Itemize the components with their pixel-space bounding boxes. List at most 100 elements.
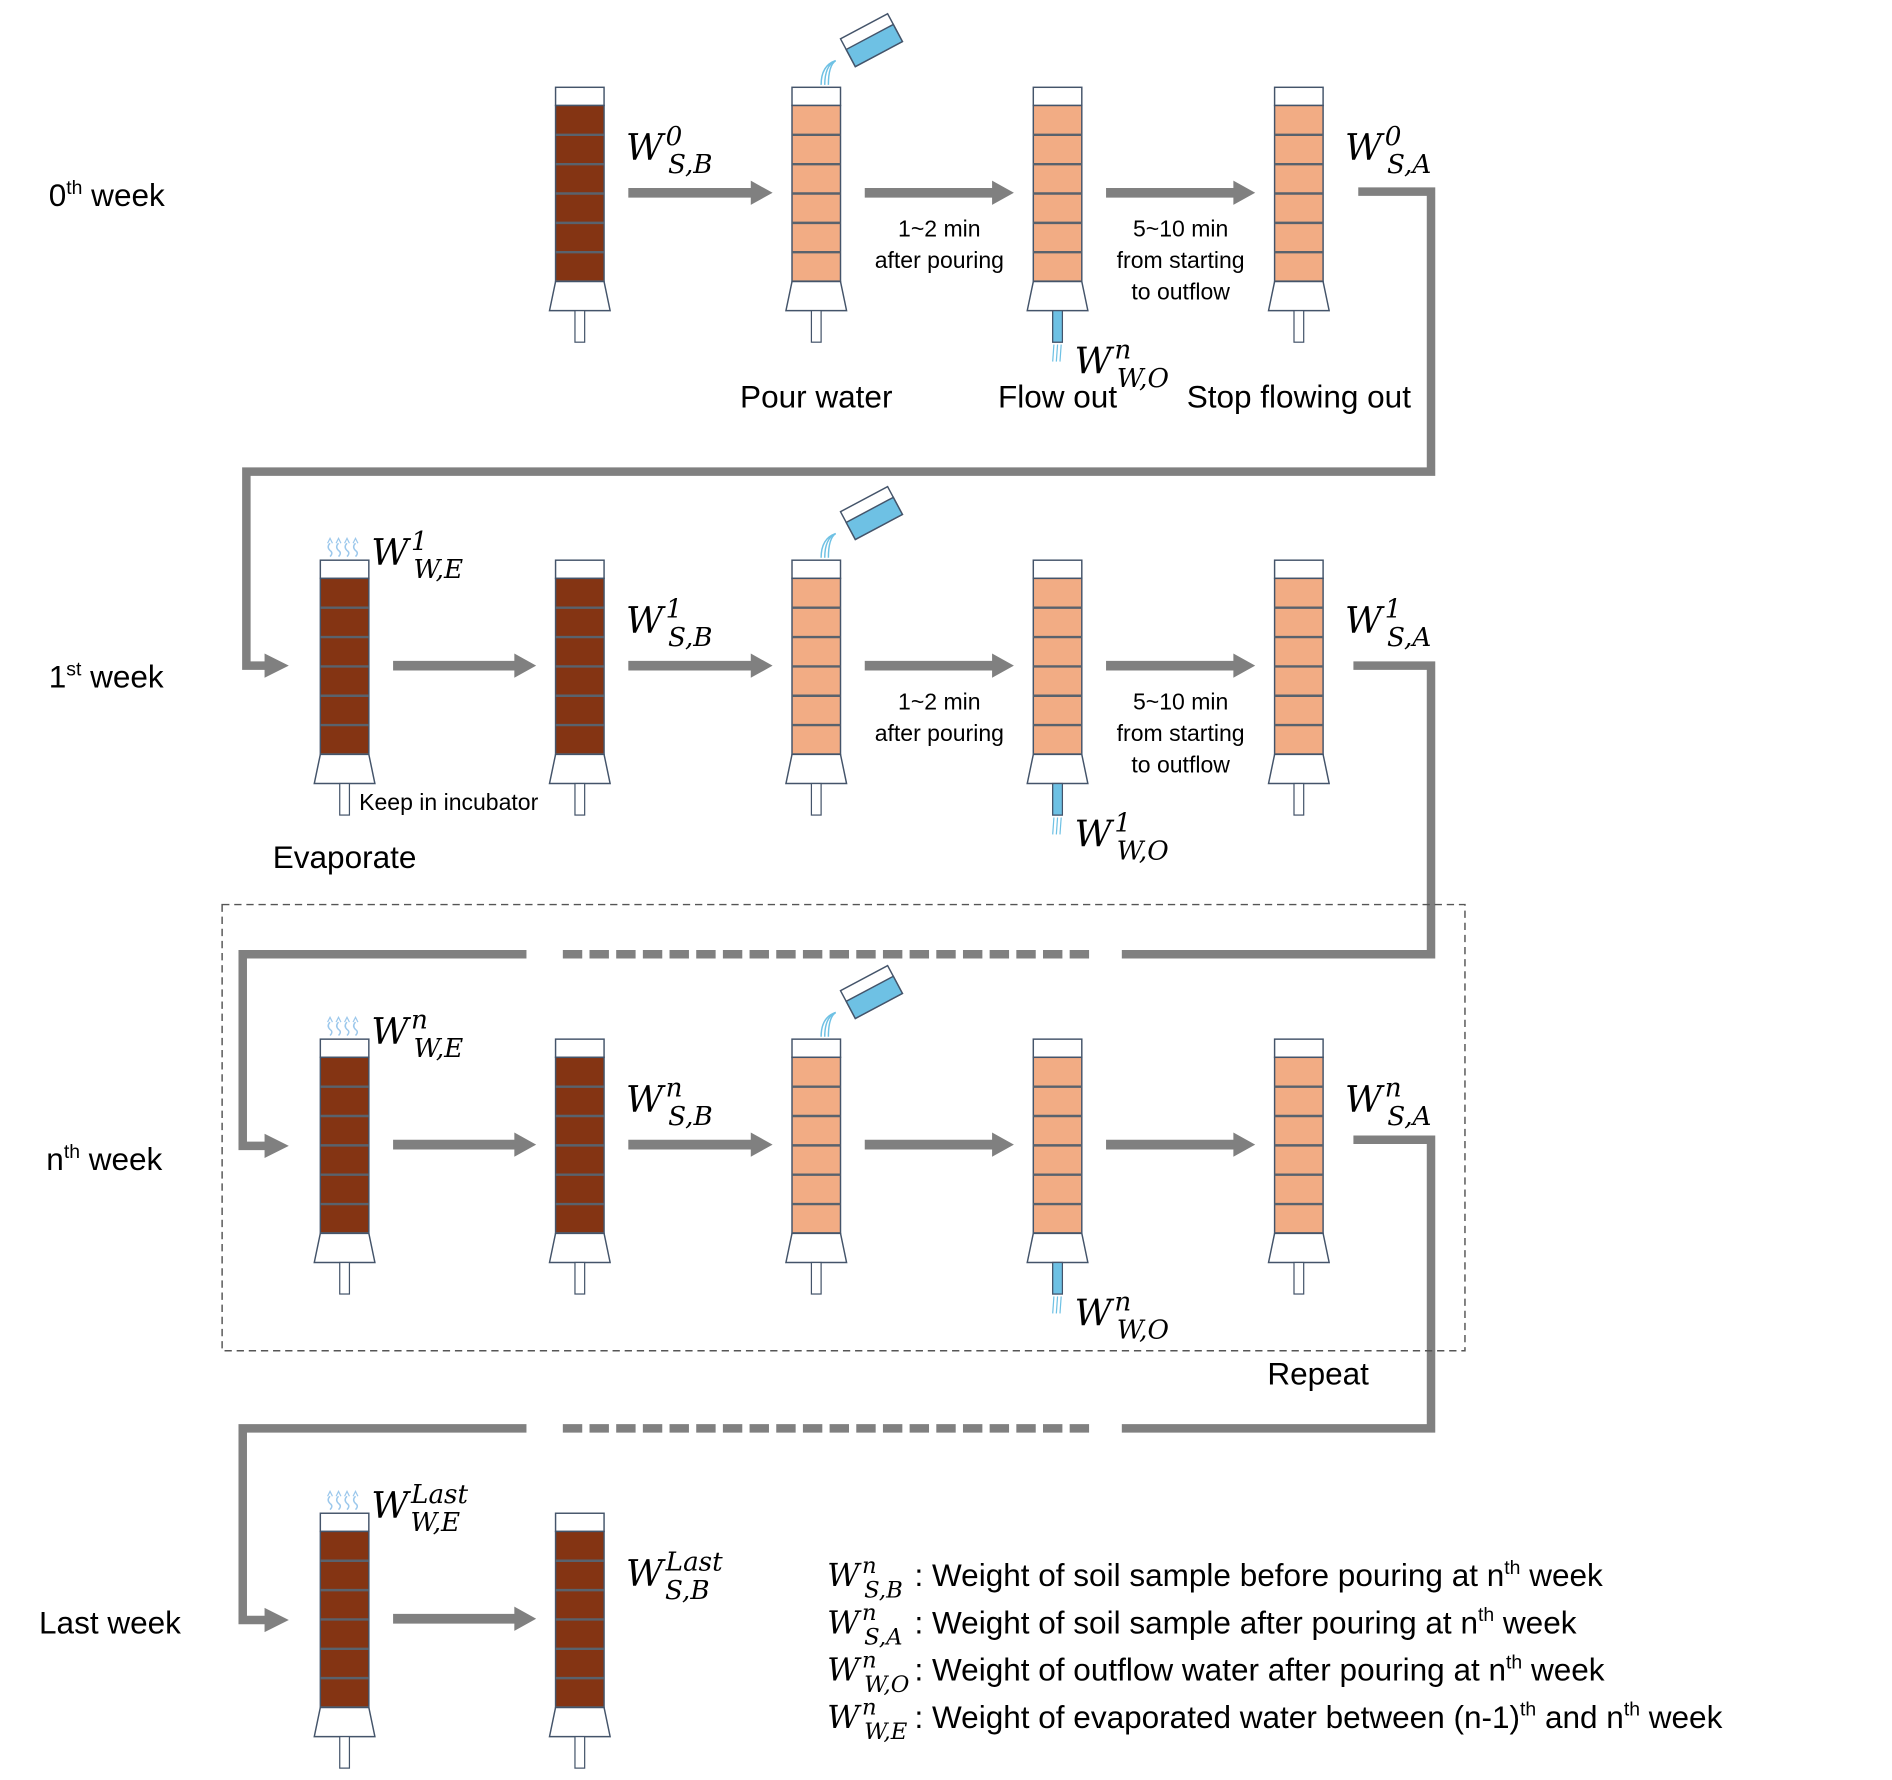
soil-column (785, 559, 848, 816)
flow-arrow (393, 1132, 537, 1157)
column-headspace (319, 1512, 370, 1533)
funnel (313, 753, 376, 785)
symbol-base: W (827, 1700, 862, 1736)
water-stream-icon (820, 59, 837, 85)
drain-stem (339, 782, 351, 816)
drain-stem (1293, 1261, 1305, 1295)
repeat-label: Repeat (1267, 1356, 1369, 1392)
symbol-superscript: n (1114, 1287, 1131, 1317)
funnel (785, 1232, 848, 1264)
symbol-base: W (827, 1558, 862, 1594)
repeat-box-outline (221, 903, 1466, 1352)
symbol-base: W (1075, 813, 1115, 856)
flow-arrow (864, 653, 1014, 678)
symbol-superscript: n (862, 1600, 877, 1626)
symbol-base: W (626, 1078, 666, 1121)
flow-connectors (238, 187, 1436, 1633)
symbol-superscript: 0 (1385, 122, 1402, 152)
symbol-subscript: W,O (1117, 364, 1169, 394)
symbol-base: W (371, 1484, 411, 1527)
drain-stem (574, 1261, 586, 1295)
symbol-base: W (1345, 1078, 1385, 1121)
legend-description: : Weight of outflow water after pouring … (914, 1651, 1604, 1687)
column-headspace (1032, 1038, 1083, 1059)
soil-column (1026, 1038, 1089, 1295)
legend-description: : Weight of evaporated water between (n-… (914, 1699, 1722, 1735)
funnel (1267, 280, 1331, 312)
symbol-base: W (1345, 126, 1385, 169)
symbol-superscript: n (862, 1647, 877, 1673)
symbol-superscript: n (411, 1006, 428, 1036)
symbol-superscript: n (1114, 335, 1131, 365)
symbol-superscript: n (862, 1553, 877, 1579)
symbol-superscript: 0 (666, 122, 683, 152)
symbol-superscript: n (862, 1695, 877, 1721)
column-headspace (1273, 1038, 1324, 1059)
connector-arrowhead (264, 1607, 289, 1633)
week-label: nth week (46, 1141, 162, 1177)
flow-arrow (864, 1132, 1014, 1157)
soil-column (1267, 559, 1331, 816)
connector-week1-left (238, 950, 527, 1151)
drain-stem (574, 1735, 586, 1769)
connector-arrowhead (264, 1133, 289, 1158)
funnel (1026, 280, 1089, 312)
soil-column (548, 559, 612, 816)
legend-description: : Weight of soil sample after pouring at… (914, 1604, 1576, 1640)
funnel (548, 753, 612, 785)
soil-column (548, 86, 612, 343)
symbol-base: W (827, 1605, 862, 1641)
soil-column (313, 559, 376, 816)
repeat-dashed-box (221, 903, 1466, 1352)
soil-column (785, 86, 848, 343)
symbol-subscript: S,A (864, 1625, 902, 1651)
symbol-superscript: n (1385, 1074, 1402, 1104)
symbol-base: W (626, 599, 666, 642)
dripping-water-icon (1052, 817, 1062, 835)
symbol-base: W (371, 531, 411, 574)
connector-week0-to-week1 (242, 187, 1436, 670)
soil-column (785, 1038, 848, 1295)
step-caption: Pour water (740, 378, 892, 414)
drain-stem (339, 1261, 351, 1295)
dripping-water-icon (1052, 344, 1062, 362)
symbol-superscript: 1 (1114, 808, 1131, 838)
symbol-subscript: W,O (864, 1672, 910, 1698)
column-headspace (554, 559, 605, 580)
symbol-subscript: S,A (1387, 1102, 1431, 1132)
flow-arrow (628, 1132, 773, 1157)
column-headspace (1273, 559, 1324, 580)
funnel (548, 1706, 612, 1738)
symbol-superscript: Last (410, 1480, 468, 1510)
symbol-base: W (1345, 599, 1385, 642)
symbol-subscript: S,B (864, 1577, 903, 1603)
funnel (1267, 753, 1331, 785)
connector-weekn-right (1121, 1135, 1436, 1433)
funnel (548, 1232, 612, 1264)
column-headspace (1032, 86, 1083, 107)
column-headspace (554, 1038, 605, 1059)
symbol-superscript: n (666, 1074, 683, 1104)
funnel (313, 1232, 376, 1264)
soil-column (1026, 86, 1089, 343)
flow-arrow (864, 180, 1014, 205)
